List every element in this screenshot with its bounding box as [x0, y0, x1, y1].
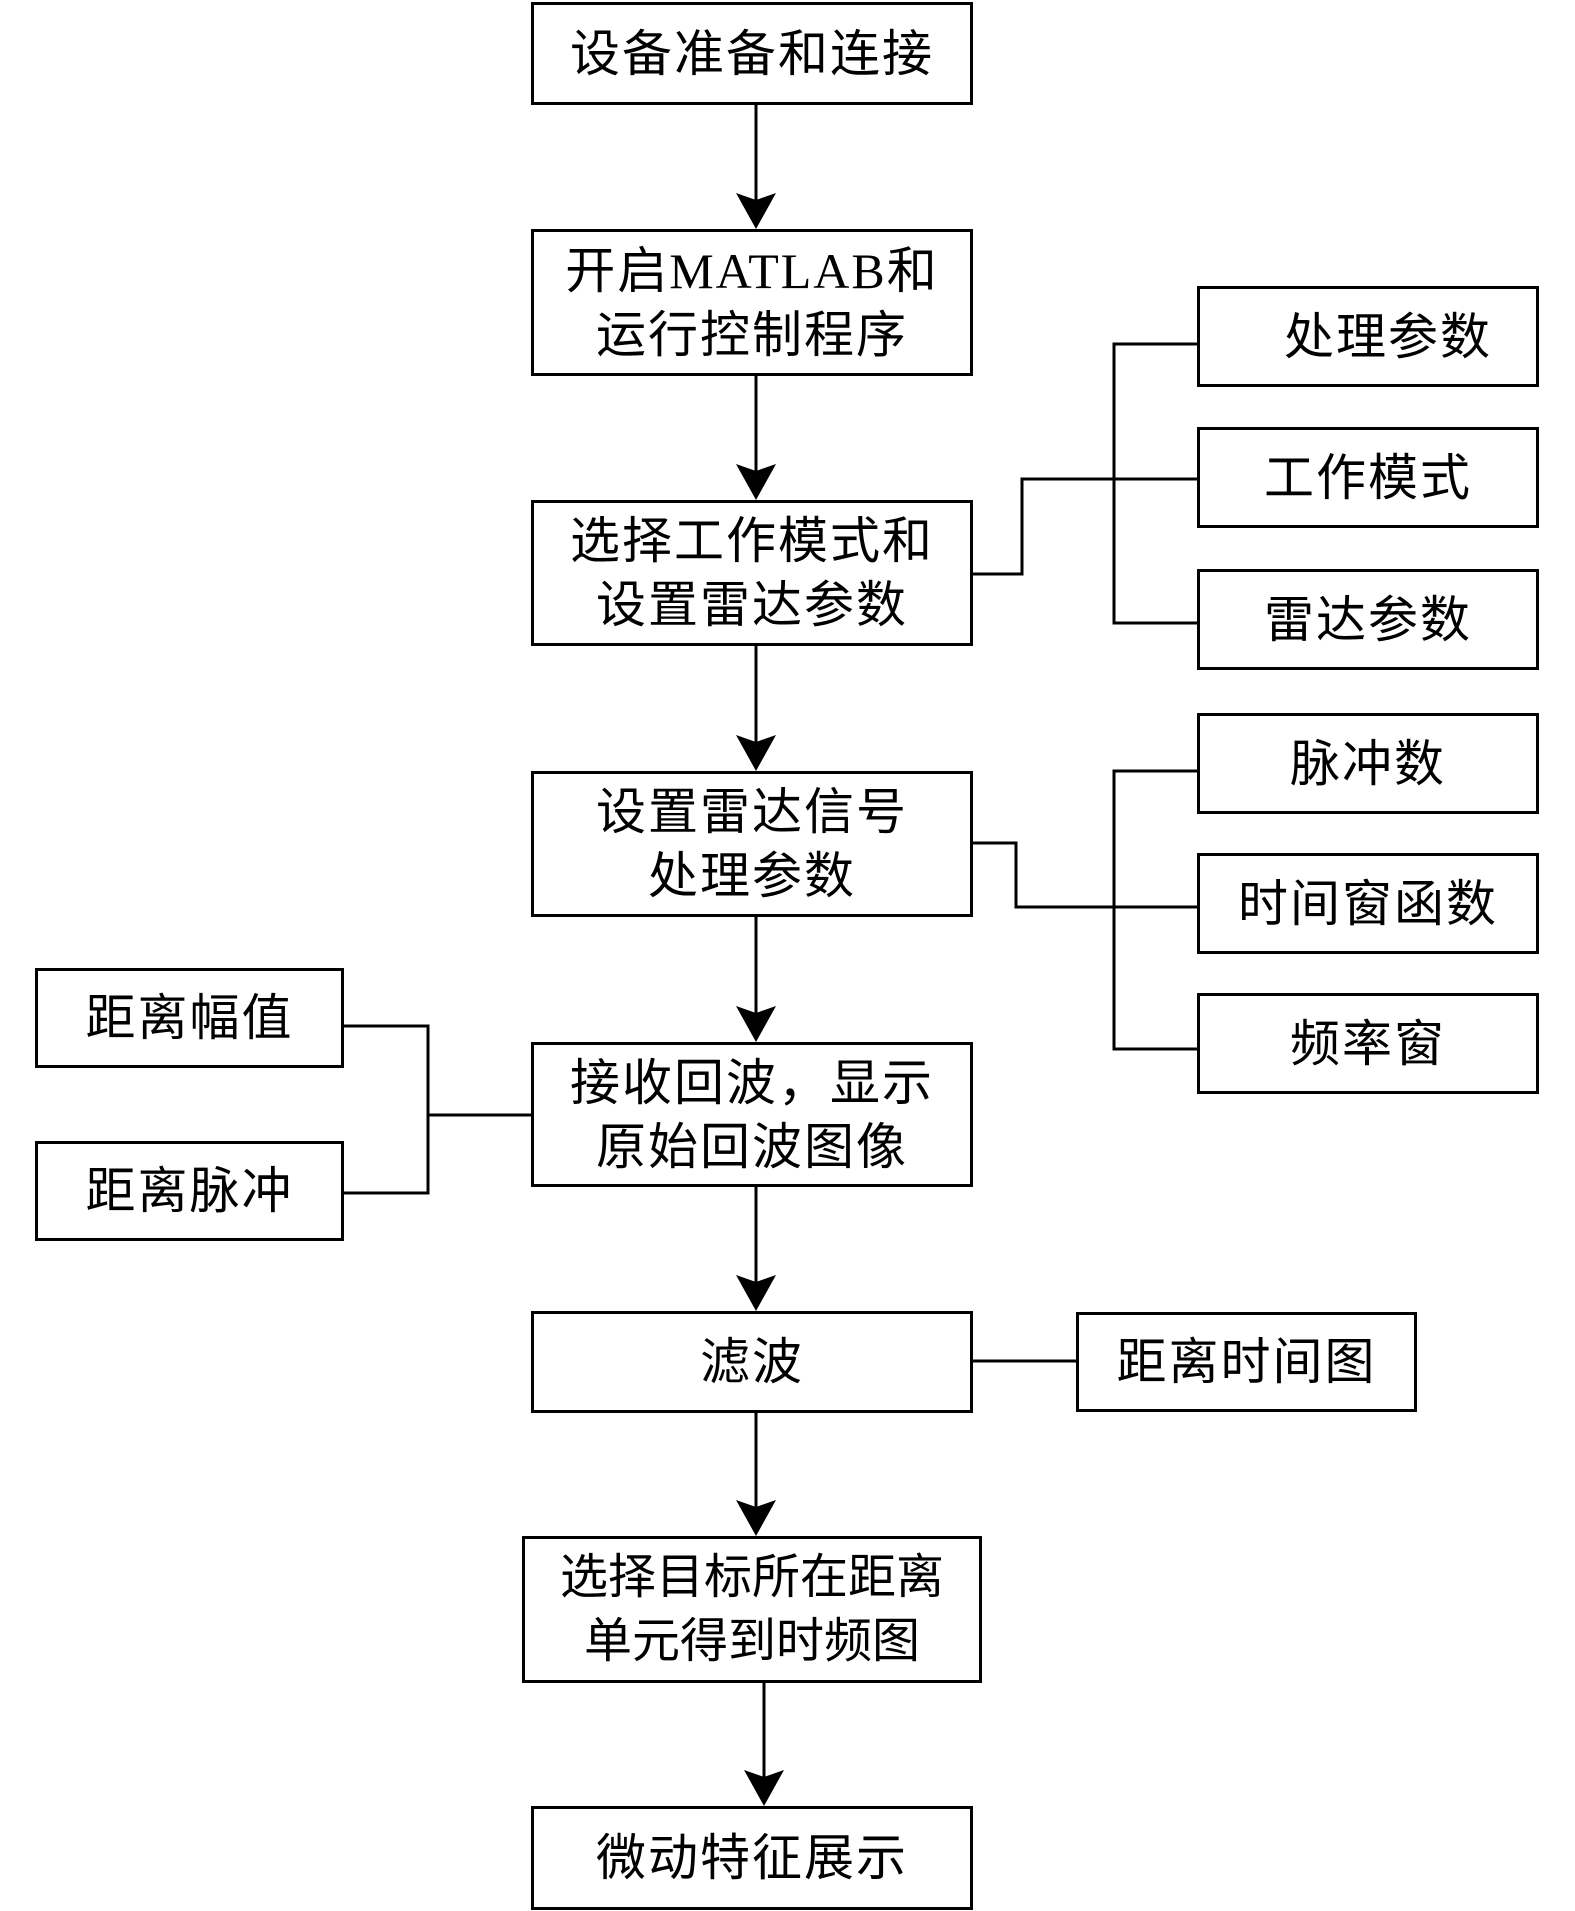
step-label: 运行控制程序 [596, 306, 908, 363]
step-label: 原始回波图像 [596, 1118, 908, 1175]
step-label: 选择工作模式和 [570, 513, 934, 569]
step-label: 开启MATLAB和 [565, 242, 939, 299]
option-time-window-function: 时间窗函数 [1197, 853, 1539, 954]
option-label: 雷达参数 [1264, 591, 1472, 648]
arrowhead-step8 [744, 1770, 784, 1806]
arrowhead-step5 [736, 1006, 776, 1042]
option-radar-params: 雷达参数 [1197, 569, 1539, 670]
option-label: 频率窗 [1290, 1015, 1446, 1072]
step-micro-motion-display: 微动特征展示 [531, 1806, 973, 1910]
option-processing-params: 处理参数 [1197, 286, 1539, 387]
step-select-range-cell: 选择目标所在距离 单元得到时频图 [522, 1536, 982, 1683]
arrowhead-step4 [736, 735, 776, 771]
step-device-setup: 设备准备和连接 [531, 2, 973, 105]
option-work-mode: 工作模式 [1197, 427, 1539, 528]
step-start-matlab: 开启MATLAB和 运行控制程序 [531, 229, 973, 376]
step-label: 选择目标所在距离 [559, 1550, 944, 1604]
option-frequency-window: 频率窗 [1197, 993, 1539, 1094]
step-label: 单元得到时频图 [583, 1614, 920, 1668]
arrowhead-step7 [736, 1500, 776, 1536]
option-label: 时间窗函数 [1238, 875, 1498, 932]
step-label: 处理参数 [648, 848, 856, 904]
output-label: 距离幅值 [85, 990, 294, 1046]
option-label: 处理参数 [1284, 308, 1492, 365]
step-filter: 滤波 [531, 1311, 973, 1413]
output-label: 距离脉冲 [85, 1163, 294, 1219]
option-label: 工作模式 [1264, 449, 1472, 506]
step-receive-echo: 接收回波，显示 原始回波图像 [531, 1042, 973, 1187]
option-label: 脉冲数 [1290, 735, 1446, 792]
arrowhead-step2 [736, 193, 776, 229]
connector-step4-bracket [971, 841, 1199, 909]
step-label: 微动特征展示 [596, 1830, 908, 1886]
arrowhead-step6 [736, 1275, 776, 1311]
output-range-amplitude: 距离幅值 [35, 968, 344, 1068]
step-label: 设备准备和连接 [570, 25, 934, 82]
step-select-mode: 选择工作模式和 设置雷达参数 [531, 500, 973, 646]
output-label: 距离时间图 [1116, 1334, 1377, 1390]
output-range-time-map: 距离时间图 [1076, 1312, 1417, 1412]
step-label: 设置雷达参数 [596, 577, 908, 633]
option-pulse-count: 脉冲数 [1197, 713, 1539, 814]
output-range-pulse: 距离脉冲 [35, 1141, 344, 1241]
arrowhead-step3 [736, 464, 776, 500]
step-label: 设置雷达信号 [596, 784, 908, 840]
step-label: 滤波 [700, 1334, 804, 1390]
connector-step3-bracket [971, 477, 1199, 576]
step-signal-processing-params: 设置雷达信号 处理参数 [531, 771, 973, 917]
step-label: 接收回波，显示 [570, 1054, 934, 1111]
